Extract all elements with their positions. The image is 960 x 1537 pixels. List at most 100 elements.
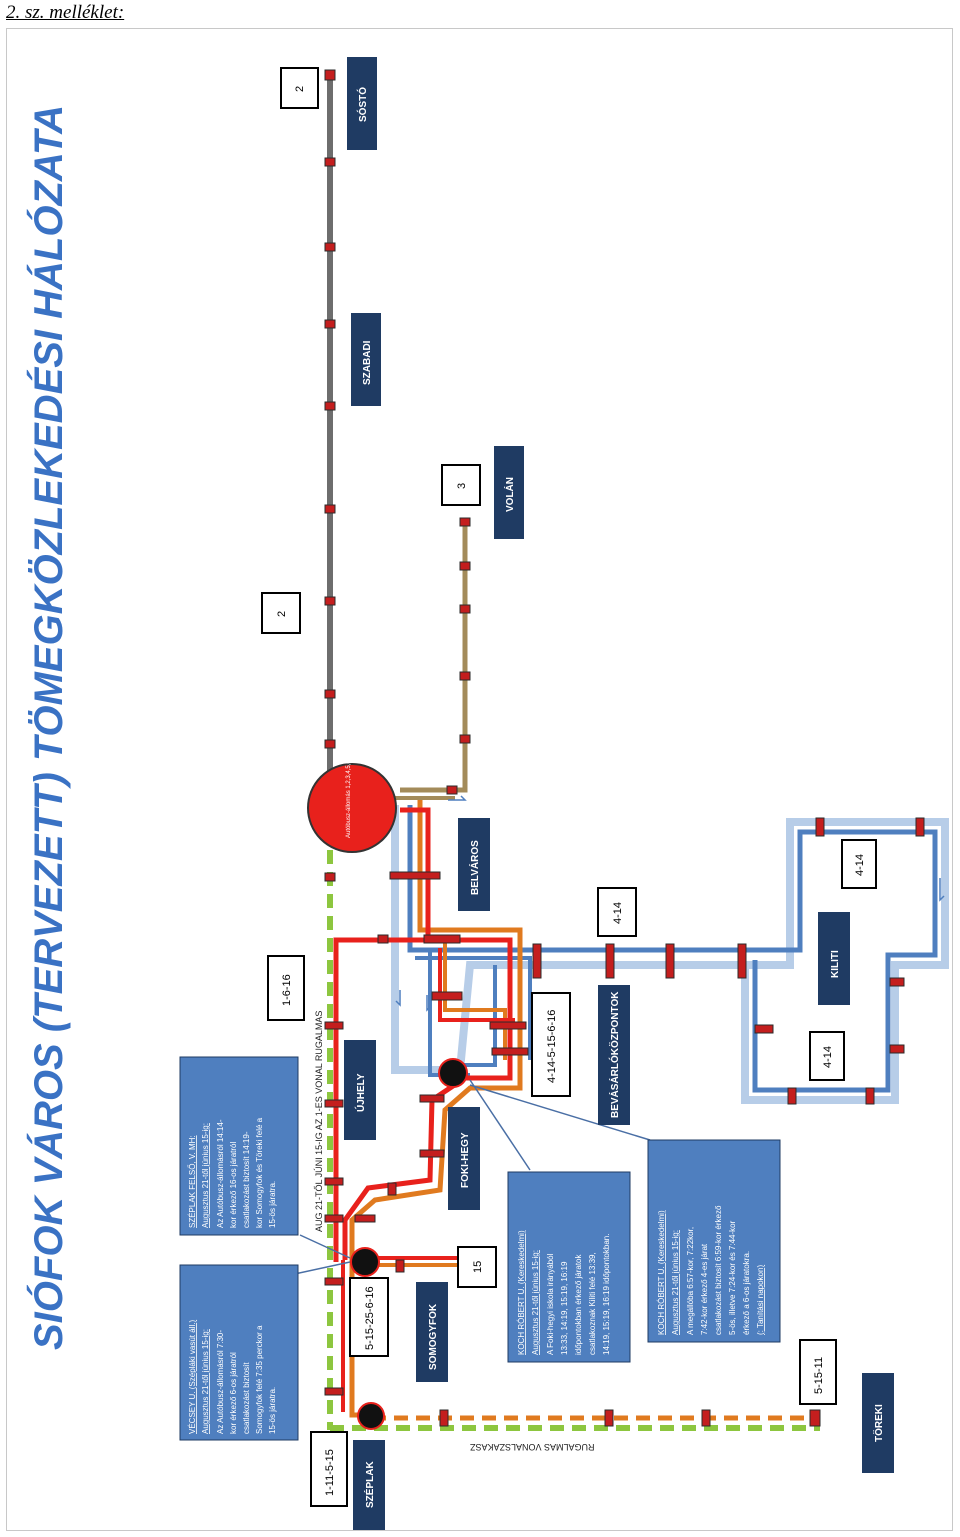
note-szeplak-felso-box	[179, 1056, 299, 1236]
stop-marker	[459, 734, 471, 744]
stop-marker	[737, 943, 747, 979]
stop-marker	[419, 1094, 445, 1103]
district-somogyfok: SOMOGYFOK	[428, 1303, 439, 1370]
main-bus-station-hub	[307, 763, 397, 853]
note-vecsey-line: Az Autóbusz-állomásról 7:30-	[216, 1330, 225, 1434]
arrow-icon	[448, 795, 467, 801]
stop-marker	[324, 242, 336, 252]
stop-marker	[324, 1177, 344, 1186]
district-kiliti: KILITI	[830, 950, 841, 978]
stop-marker	[324, 319, 336, 329]
note-koch2-box	[647, 1139, 781, 1343]
stop-marker	[604, 1409, 614, 1427]
route-box-center: 4-14-5-15-6-16	[546, 1010, 558, 1083]
note-koch1-head: KOCH RÓBERT U. (Kereskedelmi)	[517, 1230, 526, 1355]
note-vecsey-sub: Augusztus 21-től június 15-ig:	[201, 1329, 210, 1434]
stop-marker	[324, 1214, 344, 1223]
stop-marker	[605, 943, 615, 979]
stop-marker	[324, 1387, 344, 1396]
stop-marker	[395, 1259, 405, 1273]
note-szeplak-felso-line: Az Autóbusz-állomásról 14:14-	[216, 1119, 225, 1228]
note-koch2-head: KOCH RÓBERT U. (Kereskedelmi)	[657, 1210, 666, 1335]
stop-marker	[865, 1087, 875, 1105]
flex-section-label: AUG 21-TŐL JÚNI 15-IG AZ 1-ES VONAL RUGA…	[314, 1011, 324, 1232]
stop-marker	[701, 1409, 711, 1427]
stop-marker	[324, 1021, 344, 1030]
hubs: Autóbusz-állomás 1,2,3,4,5,6,14,15,16,25	[307, 726, 468, 1430]
stop-marker	[459, 604, 471, 614]
district-bevasarlokozpontok: BEVÁSÁRLÓKÖZPONTOK	[608, 991, 621, 1118]
stop-marker	[532, 943, 542, 979]
page-label: 2. sz. melléklet:	[6, 2, 125, 23]
note-szeplak-felso-head: SZÉPLAK FELSŐ, V. MH:	[188, 1135, 197, 1228]
note-vecsey-box	[179, 1264, 299, 1441]
stop-marker	[324, 739, 336, 749]
stop-marker	[915, 817, 925, 837]
note-koch2-line: 7:42-kor érkező 4-es járat	[700, 1243, 709, 1335]
route-box-toreki: 5-15-11	[813, 1357, 825, 1394]
stop-marker	[389, 871, 441, 880]
stop-marker	[324, 596, 336, 606]
route-number-boxes	[261, 67, 877, 1507]
note-boxes: SZÉPLAK FELSŐ, V. MH: Augusztus 21-től j…	[179, 1056, 781, 1441]
note-szeplak-felso-line: csatlakozást biztosít 14:19-	[242, 1131, 251, 1228]
note-koch1-line: időpontokban érkező járatok	[574, 1253, 583, 1355]
stop-marker	[324, 689, 336, 699]
route-box-kiliti-top: 4-14	[854, 854, 866, 876]
note-koch2-line: érkező a 6-os járatokra.	[742, 1251, 751, 1335]
szeplak-hub	[357, 1402, 385, 1430]
stop-marker	[419, 1149, 445, 1158]
stop-marker	[324, 401, 336, 411]
arrow-icon	[395, 990, 401, 1007]
arrow-icon	[426, 995, 432, 1012]
note-szeplak-felso-line: kor érkező 16-os járatról	[229, 1142, 238, 1228]
note-vecsey-line: kor érkező 6-os járatról	[229, 1352, 238, 1434]
note-koch2-line: A megállóba 6:57-kor, 7:22kor,	[686, 1227, 695, 1335]
stop-marker	[809, 1409, 821, 1427]
district-sosto: SÓSTÓ	[356, 87, 369, 122]
arrow-icon	[939, 878, 945, 902]
flex-bottom-label: RUGALMAS VONALSZAKASZ	[470, 1442, 595, 1452]
note-szeplak-felso-sub: Augusztus 21-től június 15-ig:	[201, 1123, 210, 1228]
note-vecsey-line: 15-ös járatra.	[268, 1387, 277, 1434]
note-koch1-line: 13:33, 14:19, 15:19, 16:19	[560, 1261, 569, 1355]
note-koch1-sub: Augusztus 21-től június 15-ig:	[531, 1250, 540, 1355]
stop-marker	[377, 934, 389, 944]
stop-marker	[787, 1087, 797, 1105]
stop-marker	[754, 1024, 774, 1034]
note-koch1-line: csatlakoznak Kiliti felé 13:39,	[588, 1252, 597, 1355]
koch-hub	[438, 1058, 468, 1088]
stop-marker	[324, 1277, 344, 1286]
note-koch1-line: A Foki-hegyi iskola irányából	[546, 1253, 555, 1355]
district-belvaros: BELVÁROS	[468, 840, 481, 895]
route-box-sosto: 2	[294, 86, 306, 92]
note-vecsey-line: csatlakozást biztosít	[242, 1362, 251, 1434]
stop-marker	[324, 69, 336, 81]
stop-marker	[324, 157, 336, 167]
note-szeplak-felso-line: 15-ös járatra.	[268, 1181, 277, 1228]
szeplak-felso-hub	[350, 1247, 380, 1277]
route-box-somogy: 15	[472, 1261, 484, 1273]
stop-marker	[354, 1214, 376, 1223]
stop-marker	[423, 934, 461, 944]
stop-marker	[439, 1409, 449, 1427]
note-koch2-sub: Augusztus 21-től június 15-ig:	[671, 1230, 680, 1335]
note-koch1-line: 14:19, 15:19, 16:19 időpontokban.	[602, 1234, 611, 1355]
stop-marker	[431, 991, 463, 1001]
district-fokihegy: FOKI-HEGY	[460, 1132, 471, 1188]
district-volan: VOLÁN	[503, 477, 516, 512]
stop-marker	[889, 977, 905, 987]
route-number-labels: 2 2 3 4-14 4-14 4-14 1-6-16 4-14-5-15-6-…	[276, 86, 866, 1496]
note-szeplak-felso-line: kor Somogyfok és Töreki felé a	[255, 1117, 264, 1228]
map-title: SIÓFOK VÁROS (TERVEZETT) TÖMEGKÖZLEKEDÉS…	[25, 105, 71, 1350]
route-box-ujhely: 1-6-16	[281, 974, 293, 1006]
stop-marker	[446, 785, 458, 795]
stop-marker	[387, 1182, 397, 1196]
route-box-volan: 3	[456, 483, 468, 489]
route-box-szeplak: 1-11-5-15	[324, 1449, 336, 1496]
note-koch2-line: 5-ös, illetve 7:24-kor és 7:44-kor	[728, 1220, 737, 1335]
stop-marker	[459, 561, 471, 571]
direction-arrows	[395, 795, 945, 1012]
hub-label: Autóbusz-állomás 1,2,3,4,5,6,14,15,16,25	[346, 726, 352, 838]
